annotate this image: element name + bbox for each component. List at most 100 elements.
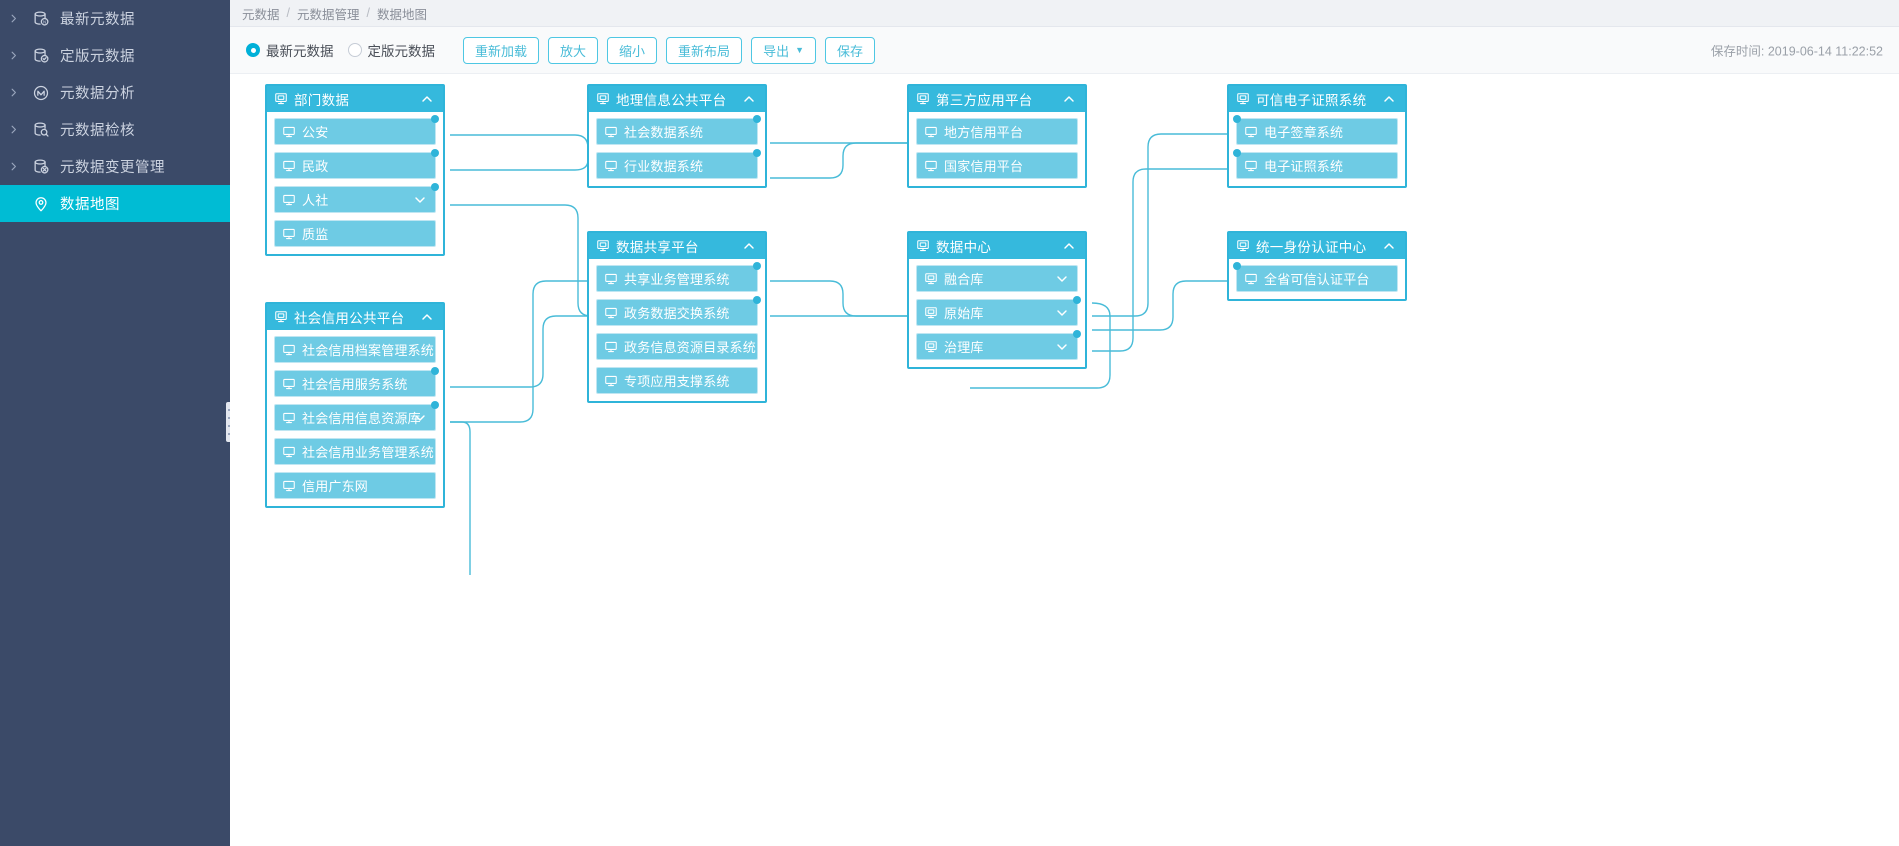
connection-port-right[interactable] <box>1073 330 1081 338</box>
chevron-down-icon[interactable] <box>412 410 428 426</box>
node-item[interactable]: 共享业务管理系统 <box>596 262 761 292</box>
connection-port-left[interactable] <box>1233 262 1241 270</box>
node-item[interactable]: 政务数据交换系统 <box>596 296 761 326</box>
chevron-up-icon[interactable] <box>741 238 757 254</box>
zoom-out-button[interactable]: 缩小 <box>607 36 658 64</box>
group-header-geo[interactable]: 地理信息公共平台 <box>589 86 765 112</box>
breadcrumb-item-1[interactable]: 元数据 <box>242 7 280 22</box>
svg-text:N: N <box>43 19 46 24</box>
chevron-down-icon[interactable] <box>1054 271 1070 287</box>
node-item[interactable]: 社会信用档案管理系统 <box>274 336 436 363</box>
node-item[interactable]: 地方信用平台 <box>916 118 1078 145</box>
group-header-credit-public[interactable]: 社会信用公共平台 <box>267 304 443 330</box>
group-header-datacenter[interactable]: 数据中心 <box>909 233 1085 259</box>
button-label: 重新加载 <box>475 43 528 59</box>
node-item[interactable]: 专项应用支撑系统 <box>596 367 758 394</box>
chevron-down-icon[interactable] <box>1054 339 1070 355</box>
node-item[interactable]: 电子证照系统 <box>1233 149 1398 179</box>
node-item[interactable]: 社会信用信息资源库 <box>274 401 439 431</box>
node-item[interactable]: 电子签章系统 <box>1233 115 1398 145</box>
group-header-share[interactable]: 数据共享平台 <box>589 233 765 259</box>
chevron-up-icon[interactable] <box>741 91 757 107</box>
save-button[interactable]: 保存 <box>825 36 876 64</box>
node-label: 专项应用支撑系统 <box>624 374 730 389</box>
sidebar-item-4[interactable]: 元数据检核 <box>0 111 230 148</box>
group-header-thirdparty[interactable]: 第三方应用平台 <box>909 86 1085 112</box>
group-header-auth[interactable]: 统一身份认证中心 <box>1229 233 1405 259</box>
toolbar-button-group: 重新加载 放大缩小重新布局导出▼ 保存 <box>449 36 876 64</box>
chevron-up-icon[interactable] <box>1061 238 1077 254</box>
node-item[interactable]: 民政 <box>274 149 439 179</box>
node-item[interactable]: 人社 <box>274 183 439 213</box>
group-credit-public[interactable]: 社会信用公共平台社会信用档案管理系统社会信用服务系统社会信用信息资源库社会信用业… <box>265 302 445 508</box>
breadcrumb-item-2[interactable]: 元数据管理 <box>297 7 360 22</box>
radio-latest-metadata[interactable]: 最新元数据 <box>246 40 334 60</box>
sidebar-item-3[interactable]: 元数据分析 <box>0 74 230 111</box>
chevron-up-icon[interactable] <box>419 309 435 325</box>
node-item[interactable]: 行业数据系统 <box>596 149 761 179</box>
connection-port-right[interactable] <box>753 296 761 304</box>
connection-port-left[interactable] <box>1233 149 1241 157</box>
node-item[interactable]: 公安 <box>274 115 439 145</box>
group-monitor-icon <box>1236 92 1250 106</box>
node-item[interactable]: 政务信息资源目录系统 <box>596 333 758 360</box>
chevron-up-icon[interactable] <box>1381 238 1397 254</box>
connection-port-right[interactable] <box>431 367 439 375</box>
connection-port-right[interactable] <box>431 183 439 191</box>
node-item[interactable]: 质监 <box>274 220 436 247</box>
group-geo[interactable]: 地理信息公共平台社会数据系统行业数据系统 <box>587 84 767 188</box>
sidebar-item-5[interactable]: 元数据变更管理 <box>0 148 230 185</box>
group-dept[interactable]: 部门数据公安民政人社质监 <box>265 84 445 256</box>
connection-port-right[interactable] <box>431 115 439 123</box>
connection-port-left[interactable] <box>1233 115 1241 123</box>
node-item[interactable]: 社会信用业务管理系统 <box>274 438 436 465</box>
radio-versioned-metadata[interactable]: 定版元数据 <box>347 40 435 60</box>
monitor-icon <box>282 343 296 357</box>
chevron-up-icon[interactable] <box>419 91 435 107</box>
group-header-dept[interactable]: 部门数据 <box>267 86 443 112</box>
group-header-ecert[interactable]: 可信电子证照系统 <box>1229 86 1405 112</box>
group-thirdparty[interactable]: 第三方应用平台地方信用平台国家信用平台 <box>907 84 1087 188</box>
node-item[interactable]: 原始库 <box>916 296 1081 326</box>
node-label: 社会信用档案管理系统 <box>302 343 435 358</box>
metadata-version-radio-group: 最新元数据定版元数据 <box>246 40 449 60</box>
node-item[interactable]: 信用广东网 <box>274 472 436 499</box>
node-label: 共享业务管理系统 <box>624 272 730 287</box>
node-item[interactable]: 融合库 <box>916 265 1078 292</box>
connection-port-right[interactable] <box>753 115 761 123</box>
node-item[interactable]: 治理库 <box>916 330 1081 360</box>
chevron-down-icon[interactable] <box>1054 305 1070 321</box>
group-auth[interactable]: 统一身份认证中心全省可信认证平台 <box>1227 231 1407 301</box>
relayout-button[interactable]: 重新布局 <box>666 36 743 64</box>
reload-button[interactable]: 重新加载 <box>463 36 540 64</box>
node-item[interactable]: 国家信用平台 <box>916 152 1078 179</box>
connection-port-right[interactable] <box>431 149 439 157</box>
radio-indicator[interactable] <box>246 43 260 57</box>
sidebar-item-6[interactable]: 数据地图 <box>0 185 230 222</box>
monitor-icon <box>604 306 618 320</box>
database-check-icon <box>28 47 54 65</box>
chevron-down-icon[interactable] <box>412 192 428 208</box>
sidebar-item-2[interactable]: 定版元数据 <box>0 37 230 74</box>
group-datacenter[interactable]: 数据中心融合库原始库治理库 <box>907 231 1087 369</box>
connection-port-right[interactable] <box>753 149 761 157</box>
chevron-up-icon[interactable] <box>1061 91 1077 107</box>
connection-port-right[interactable] <box>1073 296 1081 304</box>
connection-port-right[interactable] <box>753 262 761 270</box>
node-label: 原始库 <box>944 306 984 321</box>
data-map-canvas[interactable]: 部门数据公安民政人社质监社会信用公共平台社会信用档案管理系统社会信用服务系统社会… <box>230 75 1899 846</box>
chevron-up-icon[interactable] <box>1381 91 1397 107</box>
group-monitor-icon <box>924 340 938 354</box>
node-item[interactable]: 社会信用服务系统 <box>274 367 439 397</box>
group-ecert[interactable]: 可信电子证照系统电子签章系统电子证照系统 <box>1227 84 1407 188</box>
node-item[interactable]: 全省可信认证平台 <box>1233 262 1398 292</box>
node-label: 公安 <box>302 125 329 140</box>
node-item[interactable]: 社会数据系统 <box>596 115 761 145</box>
export-button[interactable]: 导出▼ <box>751 36 816 64</box>
connection-port-right[interactable] <box>431 401 439 409</box>
radio-indicator[interactable] <box>347 43 362 57</box>
group-share[interactable]: 数据共享平台共享业务管理系统政务数据交换系统政务信息资源目录系统专项应用支撑系统 <box>587 231 767 403</box>
zoom-in-button[interactable]: 放大 <box>548 36 599 64</box>
